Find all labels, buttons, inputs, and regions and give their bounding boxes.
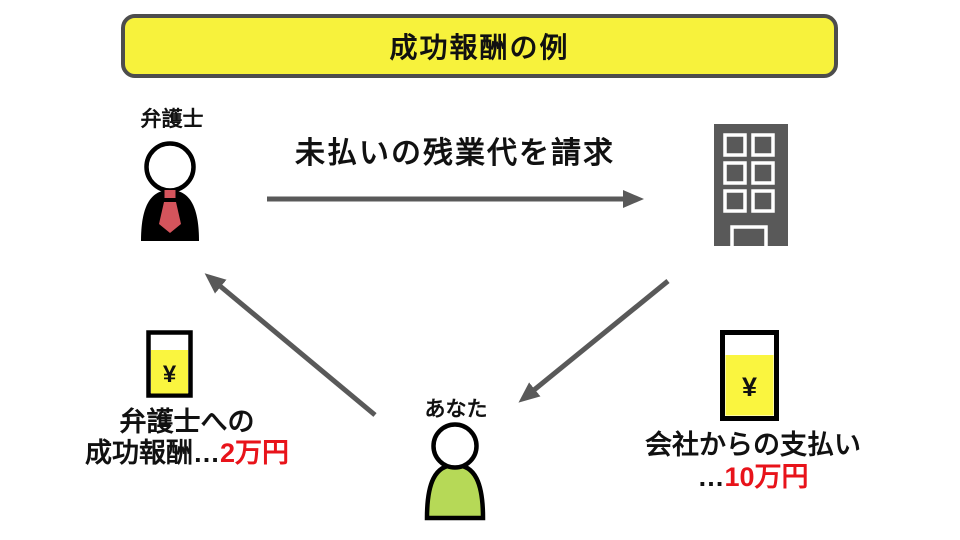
payment-amount: 10万円: [724, 462, 809, 492]
you-body: [424, 462, 486, 521]
tie-knot: [164, 190, 176, 198]
building-windows: [723, 133, 775, 213]
lawyer-label: 弁護士: [140, 108, 204, 131]
payment-money-glass-icon: ¥: [720, 330, 779, 421]
fee-caption: 弁護士への 成功報酬…2万円: [53, 407, 321, 469]
payment-arrow: [518, 279, 670, 403]
fee-money-glass-icon: ¥: [146, 330, 193, 398]
fee-caption-line1: 弁護士への: [119, 407, 255, 437]
lawyer-person-icon: [141, 141, 199, 241]
you-label: あなた: [424, 398, 488, 421]
payment-yen-icon: ¥: [742, 372, 757, 402]
fee-caption-prefix: 成功報酬…: [84, 438, 220, 468]
you-person-icon: [424, 422, 486, 521]
fee-caption-line2: 成功報酬…2万円: [53, 438, 321, 469]
payment-caption-line1: 会社からの支払い: [645, 430, 861, 460]
payment-caption: 会社からの支払い …10万円: [628, 429, 878, 493]
building-door: [730, 225, 768, 246]
fee-glass-money: [151, 350, 188, 394]
office-building-icon: [714, 124, 788, 246]
tie-blade: [159, 202, 181, 233]
fee-yen-icon: ¥: [163, 361, 177, 388]
fee-arrow: [204, 273, 377, 417]
payment-caption-prefix: …: [697, 462, 725, 492]
you-head: [431, 422, 479, 470]
payment-glass-money: [725, 355, 774, 416]
title-banner: 成功報酬の例: [121, 14, 838, 78]
claim-label: 未払いの残業代を請求: [295, 137, 615, 170]
payment-caption-line2: …10万円: [628, 461, 878, 493]
lawyer-head: [144, 141, 196, 193]
page-title: 成功報酬の例: [389, 32, 570, 63]
fee-amount: 2万円: [219, 438, 290, 468]
